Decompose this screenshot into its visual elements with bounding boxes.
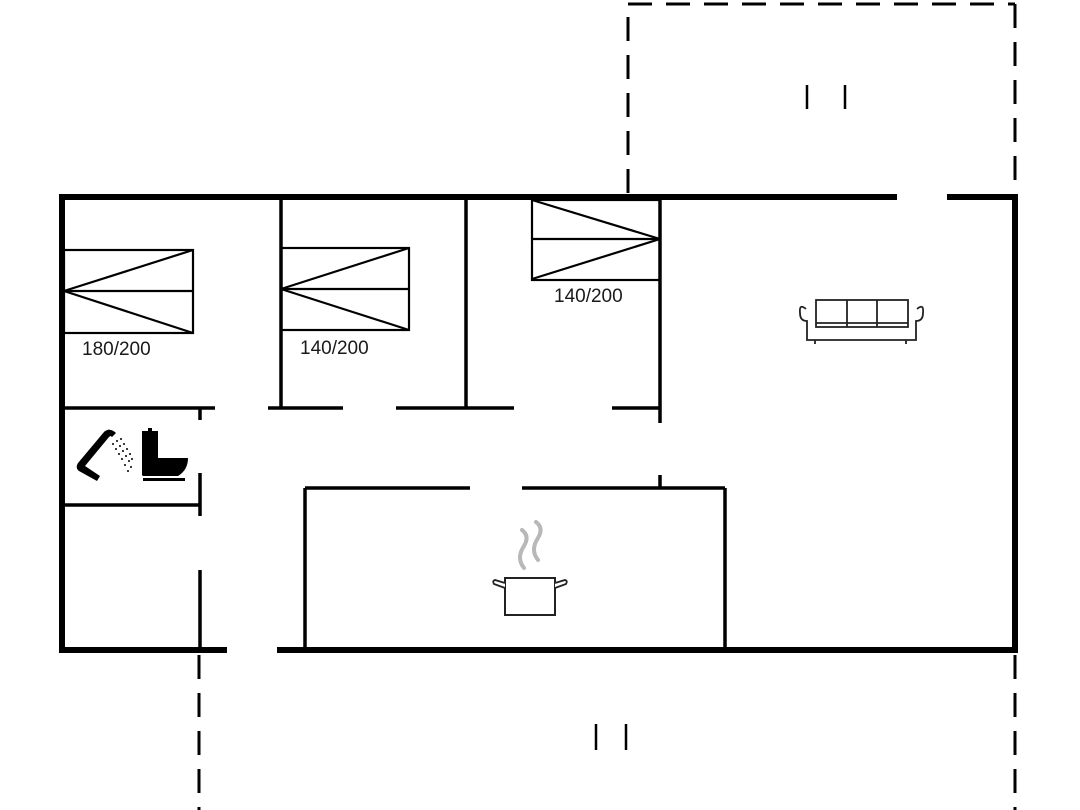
- bed-size-label: 180/200: [82, 339, 151, 360]
- exterior-walls: [59, 194, 1018, 653]
- bed-size-label: 140/200: [554, 286, 623, 307]
- terrace-north: [626, 2, 1017, 193]
- interior-walls: [62, 197, 727, 650]
- bed-180-200: [62, 248, 195, 335]
- sofa-icon: [798, 299, 925, 344]
- terrace-south: [197, 655, 1017, 810]
- bed-size-label: 140/200: [300, 338, 369, 359]
- terrace-north-marker: [805, 85, 847, 109]
- cooking-pot-icon: [492, 520, 568, 616]
- toilet-icon: [142, 428, 188, 481]
- terrace-south-marker: [594, 724, 628, 750]
- shower-icon: [76, 429, 133, 481]
- bed-140-200-b: [530, 198, 662, 282]
- bed-140-200-a: [279, 246, 411, 332]
